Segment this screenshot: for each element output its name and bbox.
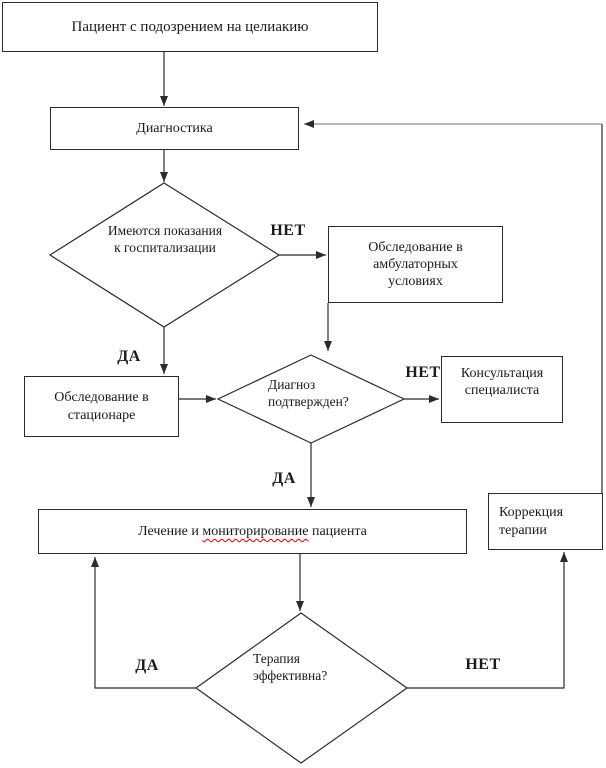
node-outpatient-label: Обследование в амбулаторных условиях [368,239,463,290]
node-patient-label: Пациент с подозрением на целиакию [71,18,309,35]
decision-hospitalization-label: Имеются показания к госпитализации [107,223,223,255]
edge-label-confirm-no: НЕТ [405,364,441,381]
decision-therapy-effective-shape [194,612,409,764]
node-treatment-label: Лечение и мониторирование пациента [138,523,367,540]
node-specialist-consultation: Консультация специалиста [441,356,563,423]
edge-efficacy-no-to-correction [407,552,568,689]
node-diagnostics-label: Диагностика [136,120,213,136]
node-inpatient-examination: Обследование в стационаре [24,376,179,437]
node-consultation-label: Консультация специалиста [460,366,544,399]
treatment-label-suffix: пациента [308,523,367,539]
node-diagnostics: Диагностика [50,107,299,150]
decision-diagnosis-confirmed-label: Диагноз подтвержден? [268,377,349,409]
treatment-label-prefix: Лечение и [138,523,203,539]
decision-therapy-effective-label: Терапия эффективна? [253,651,328,683]
node-treatment-monitoring: Лечение и мониторирование пациента [38,509,467,554]
node-patient: Пациент с подозрением на целиакию [2,2,378,52]
node-outpatient-examination: Обследование в амбулаторных условиях [328,226,503,303]
node-therapy-correction: Коррекция терапии [488,493,603,550]
edge-label-efficacy-no: НЕТ [465,656,501,673]
edge-label-confirm-yes: ДА [272,470,296,487]
node-inpatient-label: Обследование в стационаре [54,390,149,423]
treatment-label-misspelled-word: мониторирование [202,523,309,539]
edge-label-efficacy-yes: ДА [135,657,159,674]
edge-efficacy-yes-loop-to-treatment [91,557,196,689]
node-correction-label: Коррекция терапии [499,505,564,538]
edge-label-hospital-no: НЕТ [270,222,306,239]
edge-label-hospital-yes: ДА [117,348,141,365]
